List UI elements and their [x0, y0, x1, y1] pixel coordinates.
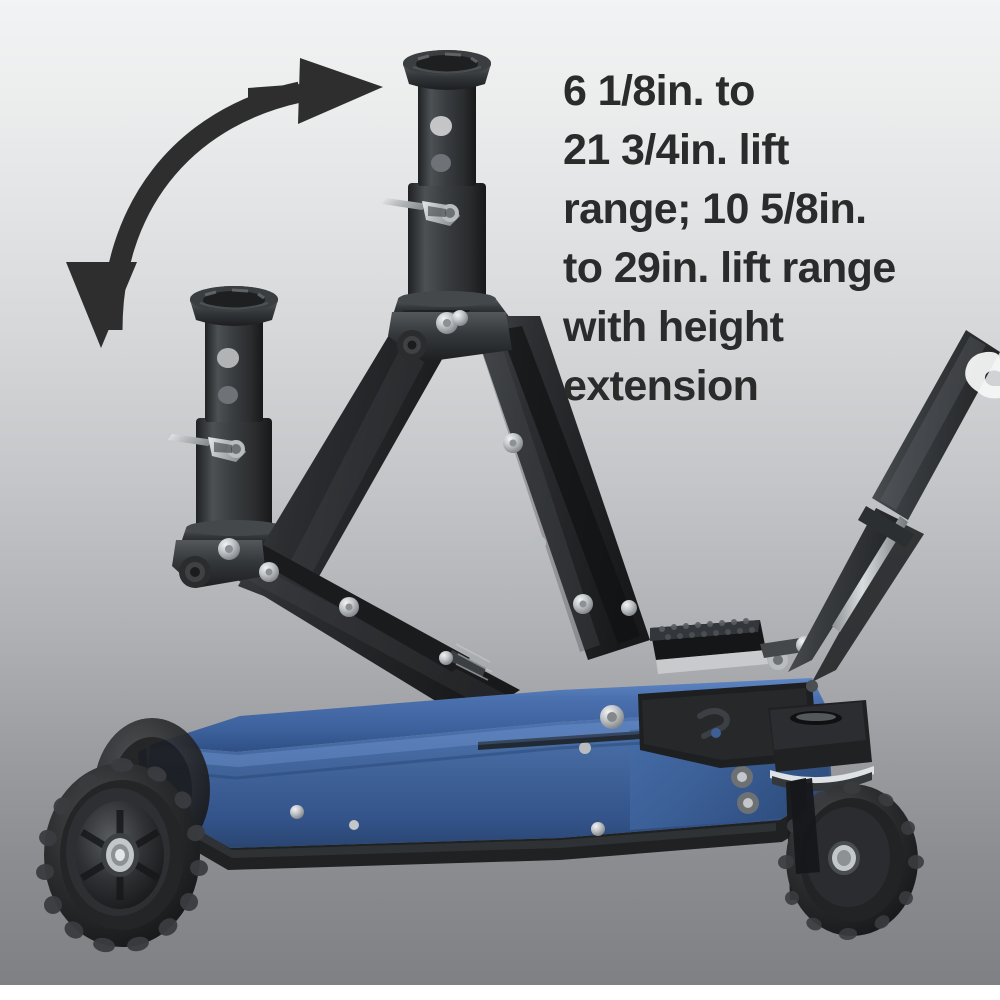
rotation-arrow	[66, 58, 383, 348]
saddle-post-raised	[382, 50, 510, 318]
arm-bolts	[218, 310, 637, 665]
locking-pin	[168, 434, 246, 462]
pump-housing	[638, 618, 818, 768]
pump-pad	[650, 618, 768, 674]
front-wheel-left	[36, 718, 210, 953]
saddle-post-lowered	[168, 286, 290, 546]
locking-pin	[382, 198, 460, 226]
rear-caster	[768, 700, 924, 941]
saddle-cup	[190, 286, 278, 326]
saddle-cup	[403, 50, 491, 90]
background-footer-band	[0, 985, 1000, 1000]
handle-logo	[965, 351, 1000, 399]
pump-handle	[788, 330, 1000, 692]
lift-range-caption: 6 1/8in. to 21 3/4in. lift range; 10 5/8…	[563, 67, 896, 410]
lift-arm-assembly	[172, 310, 650, 722]
